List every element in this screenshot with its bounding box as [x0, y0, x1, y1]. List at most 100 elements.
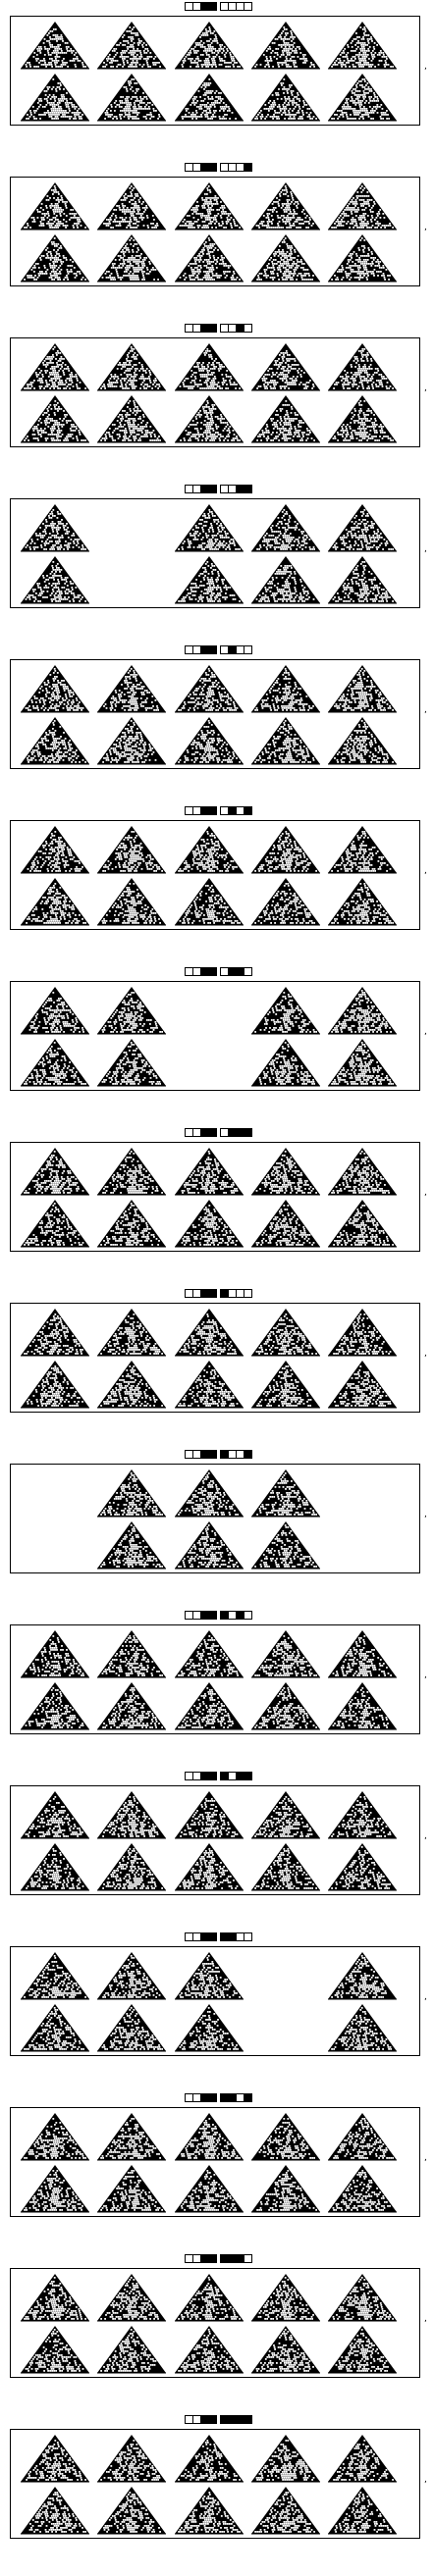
- separator-comma: ,: [424, 2154, 427, 2163]
- pattern-canvas: [11, 1625, 418, 1732]
- pattern-canvas: [11, 1465, 418, 1571]
- pattern-triangle: [21, 1682, 89, 1729]
- pattern-triangle: [21, 2165, 89, 2212]
- rule-key: [0, 1932, 434, 1941]
- pattern-triangle: [21, 343, 89, 390]
- separator-comma: ,: [424, 1028, 427, 1037]
- rule-key: [0, 1128, 434, 1137]
- pattern-triangle: [175, 2165, 244, 2212]
- rule-section: ,: [0, 2, 434, 163]
- pattern-triangle: [175, 2487, 244, 2534]
- rule-prefix-cell-3: [208, 1450, 217, 1459]
- pattern-triangle: [175, 826, 244, 873]
- pattern-triangle: [328, 717, 397, 764]
- pattern-triangle: [21, 1309, 89, 1356]
- pattern-triangle: [21, 22, 89, 69]
- pattern-triangle: [175, 556, 244, 603]
- pattern-triangle: [251, 504, 320, 551]
- pattern-triangle: [97, 1791, 166, 1838]
- pattern-triangle: [175, 717, 244, 764]
- pattern-triangle: [175, 504, 244, 551]
- pattern-triangle: [175, 182, 244, 230]
- pattern-triangle: [328, 878, 397, 925]
- pattern-triangle: [328, 1952, 397, 1999]
- pattern-triangle: [21, 1630, 89, 1677]
- pattern-canvas: [11, 982, 418, 1089]
- rule-suffix-cell-3: [244, 163, 252, 172]
- pattern-panel: [10, 1142, 420, 1252]
- rule-key: [0, 485, 434, 493]
- separator-comma: ,: [424, 1189, 427, 1198]
- pattern-triangle: [175, 1148, 244, 1195]
- pattern-triangle: [97, 2274, 166, 2321]
- pattern-triangle: [97, 2487, 166, 2534]
- pattern-triangle: [97, 2004, 166, 2051]
- pattern-triangle: [175, 343, 244, 390]
- rule-prefix-cell-3: [208, 1289, 217, 1298]
- pattern-triangle: [175, 74, 244, 121]
- rule-prefix-cell-3: [208, 806, 217, 815]
- pattern-triangle: [21, 2004, 89, 2051]
- pattern-triangle: [251, 22, 320, 69]
- pattern-triangle: [97, 234, 166, 282]
- pattern-triangle: [251, 2435, 320, 2482]
- pattern-panel: [10, 659, 420, 769]
- pattern-triangle: [251, 1309, 320, 1356]
- pattern-triangle: [328, 2274, 397, 2321]
- pattern-triangle: [328, 2004, 397, 2051]
- pattern-triangle: [21, 395, 89, 442]
- rule-prefix-cell-3: [208, 1932, 217, 1941]
- pattern-triangle: [175, 2004, 244, 2051]
- rule-prefix-cell-3: [208, 485, 217, 493]
- pattern-triangle: [251, 826, 320, 873]
- pattern-canvas: [11, 1786, 418, 1893]
- pattern-triangle: [251, 1039, 320, 1086]
- pattern-triangle: [97, 343, 166, 390]
- rule-prefix-cell-3: [208, 163, 217, 172]
- pattern-triangle: [97, 1200, 166, 1247]
- rule-section: ,: [0, 967, 434, 1128]
- pattern-panel: [10, 16, 420, 126]
- pattern-triangle: [97, 2113, 166, 2160]
- pattern-triangle: [328, 1039, 397, 1086]
- pattern-triangle: [21, 504, 89, 551]
- rule-section: ,: [0, 163, 434, 324]
- pattern-triangle: [21, 2274, 89, 2321]
- pattern-panel: [10, 820, 420, 930]
- pattern-triangle: [175, 1521, 244, 1569]
- pattern-triangle: [21, 234, 89, 282]
- pattern-triangle: [251, 987, 320, 1034]
- pattern-canvas: [11, 821, 418, 928]
- pattern-triangle: [21, 878, 89, 925]
- pattern-triangle: [97, 665, 166, 712]
- pattern-triangle: [97, 1309, 166, 1356]
- pattern-panel: [10, 1946, 420, 2056]
- pattern-triangle: [21, 556, 89, 603]
- pattern-triangle: [251, 1630, 320, 1677]
- rule-section: ,: [0, 1450, 434, 1611]
- rule-section: ,: [0, 1932, 434, 2093]
- rule-suffix-cell-3: [244, 2254, 252, 2263]
- pattern-triangle: [251, 1521, 320, 1569]
- pattern-triangle: [97, 395, 166, 442]
- pattern-triangle: [251, 717, 320, 764]
- pattern-triangle: [328, 1791, 397, 1838]
- pattern-triangle: [97, 2435, 166, 2482]
- rule-key: [0, 163, 434, 172]
- separator-comma: ,: [424, 385, 427, 393]
- rule-suffix-cell-3: [244, 1611, 252, 1620]
- pattern-triangle: [97, 1682, 166, 1729]
- pattern-triangle: [21, 2113, 89, 2160]
- pattern-canvas: [11, 499, 418, 606]
- pattern-triangle: [97, 1521, 166, 1569]
- pattern-triangle: [328, 1361, 397, 1408]
- rule-key: [0, 324, 434, 333]
- rule-section: ,: [0, 806, 434, 967]
- pattern-triangle: [328, 343, 397, 390]
- pattern-triangle: [175, 1309, 244, 1356]
- pattern-triangle: [251, 343, 320, 390]
- pattern-canvas: [11, 17, 418, 124]
- pattern-triangle: [21, 2487, 89, 2534]
- pattern-triangle: [97, 2326, 166, 2373]
- pattern-triangle: [328, 987, 397, 1034]
